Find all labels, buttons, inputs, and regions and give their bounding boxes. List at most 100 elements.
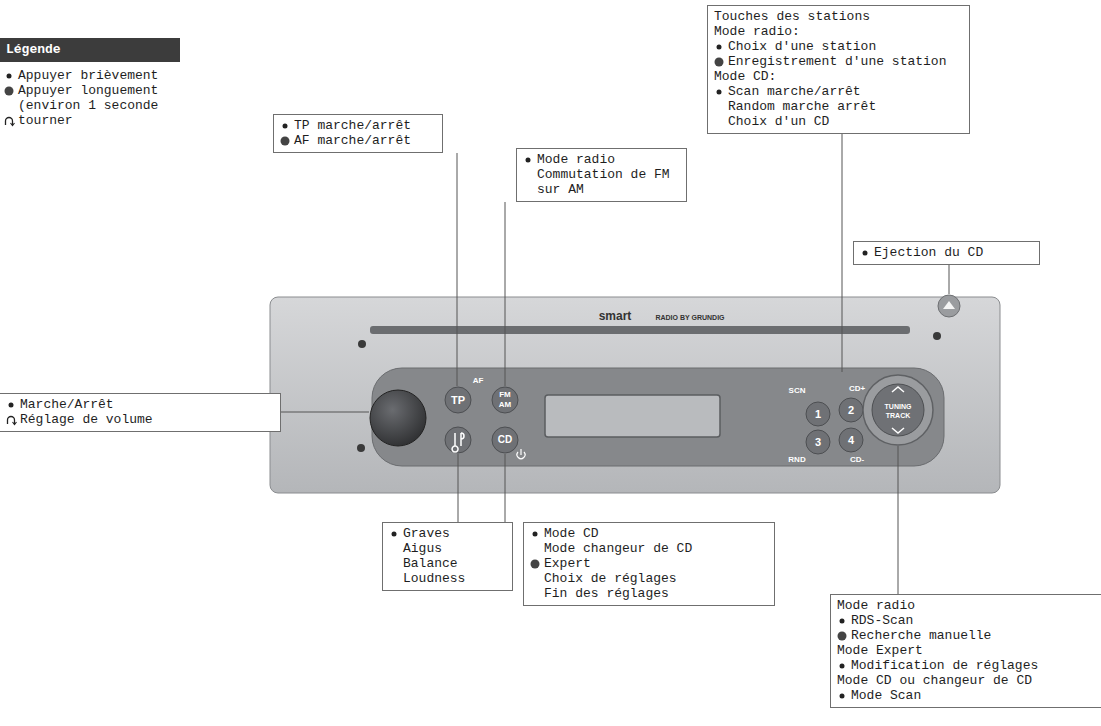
leader-line (458, 454, 459, 522)
bullet-symbol (4, 113, 18, 128)
leader-line (842, 134, 843, 372)
cd-slot (370, 326, 910, 334)
callout-text: Mode Scan (851, 688, 1095, 703)
bullet-symbol (714, 99, 728, 114)
preset-button (806, 402, 830, 426)
callout-text: Appuyer brièvement (18, 68, 176, 83)
control-label: 2 (848, 405, 854, 416)
callout-line: Enregistrement d'une station (714, 54, 963, 69)
bullet (4, 68, 18, 83)
callout-text: Scan marche/arrêt (728, 84, 963, 99)
bullet (837, 628, 851, 643)
bullet-symbol (389, 556, 403, 571)
leader-line (505, 202, 506, 386)
power-symbol (517, 449, 525, 459)
callout-text: RDS-Scan (851, 613, 1095, 628)
control-label: TP (451, 395, 465, 406)
bullet-symbol (714, 114, 728, 129)
control-label: TRACK (886, 412, 911, 419)
sound-symbol (452, 433, 464, 452)
bullet-symbol (714, 84, 728, 99)
control-label: AF (473, 377, 484, 385)
callout-line: Commutation de FM sur AM (523, 167, 680, 197)
callout-text: Mode radio (537, 152, 680, 167)
callout-text: Commutation de FM sur AM (537, 167, 680, 197)
control-label: CD- (850, 456, 864, 464)
bullet (714, 114, 728, 129)
callout-line: Mode CD (530, 526, 768, 541)
control-label: smart (599, 310, 632, 322)
bullet-symbol (714, 54, 728, 69)
callout-text: Loudness (403, 571, 506, 586)
callout-line: Mode CD: (714, 69, 963, 84)
callout-text: Ejection du CD (874, 245, 1033, 260)
tuning-button (872, 384, 924, 436)
bullet (389, 556, 403, 571)
eject-symbol (943, 301, 955, 309)
callout-text: Fin des réglages (544, 586, 768, 601)
control-label: CD (498, 435, 512, 445)
control-panel (372, 368, 944, 466)
leader-line (281, 412, 369, 413)
callout-text: Réglage de volume (20, 412, 274, 427)
callout-line: Scan marche/arrêt (714, 84, 963, 99)
cd-button (492, 427, 518, 453)
callout-text: Choix d'une station (728, 39, 963, 54)
callout-text: Modification de réglages (851, 658, 1095, 673)
bullet (6, 397, 20, 412)
callout-heading: Touches des stations (714, 9, 963, 24)
callout-text: TP marche/arrêt (294, 118, 436, 133)
bullet-symbol (6, 397, 20, 412)
callout-line: AF marche/arrêt (280, 133, 436, 148)
callout-box: TP marche/arrêtAF marche/arrêt (273, 114, 443, 153)
callout-line: Mode CD ou changeur de CD (837, 673, 1095, 688)
screw-hole (357, 444, 365, 452)
callout-text: Random marche arrêt (728, 99, 963, 114)
bullet (4, 83, 18, 98)
callout-heading: Mode radio (837, 598, 1095, 613)
bullet (6, 412, 20, 427)
up-arrow (892, 387, 904, 392)
bullet-symbol (530, 586, 544, 601)
callout-line: Choix de réglages (530, 571, 768, 586)
bullet-symbol (280, 118, 294, 133)
bullet-symbol (389, 541, 403, 556)
bullet (530, 526, 544, 541)
callout-box: Marche/ArrêtRéglage de volume (0, 393, 281, 432)
callout-text: Graves (403, 526, 506, 541)
callout-text: Enregistrement d'une station (728, 54, 963, 69)
callout-box: GravesAigusBalanceLoudness (382, 522, 513, 591)
down-arrow (892, 428, 904, 433)
sound-button (445, 427, 471, 453)
bullet (4, 113, 18, 128)
bullet-symbol (837, 613, 851, 628)
callout-line: Aigus (389, 541, 506, 556)
callout-line: Loudness (389, 571, 506, 586)
leader-line (949, 265, 950, 294)
control-label: 1 (815, 409, 821, 420)
callout-line: Appuyer longuement (environ 1 seconde (4, 83, 176, 113)
callout-heading: Mode CD: (714, 69, 963, 84)
control-label: FM (499, 391, 511, 399)
callout-line: Mode changeur de CD (530, 541, 768, 556)
callout-box: Mode radioCommutation de FM sur AM (516, 148, 687, 202)
callout-box: Mode CDMode changeur de CDExpertChoix de… (523, 522, 775, 606)
bullet (714, 54, 728, 69)
control-label: AM (499, 401, 511, 409)
callout-heading: Mode Expert (837, 643, 1095, 658)
callout-text: Choix de réglages (544, 571, 768, 586)
callout-line: TP marche/arrêt (280, 118, 436, 133)
bullet (389, 571, 403, 586)
bullet-symbol (860, 245, 874, 260)
control-label: TUNING (885, 403, 912, 410)
control-label: SCN (789, 387, 806, 395)
callout-text: AF marche/arrêt (294, 133, 436, 148)
bullet (389, 541, 403, 556)
bullet (714, 99, 728, 114)
bullet-symbol (837, 628, 851, 643)
callout-heading: Mode radio: (714, 24, 963, 39)
callout-line: Ejection du CD (860, 245, 1033, 260)
callout-line: Random marche arrêt (714, 99, 963, 114)
screw-hole (358, 340, 366, 348)
preset-button (839, 428, 863, 452)
